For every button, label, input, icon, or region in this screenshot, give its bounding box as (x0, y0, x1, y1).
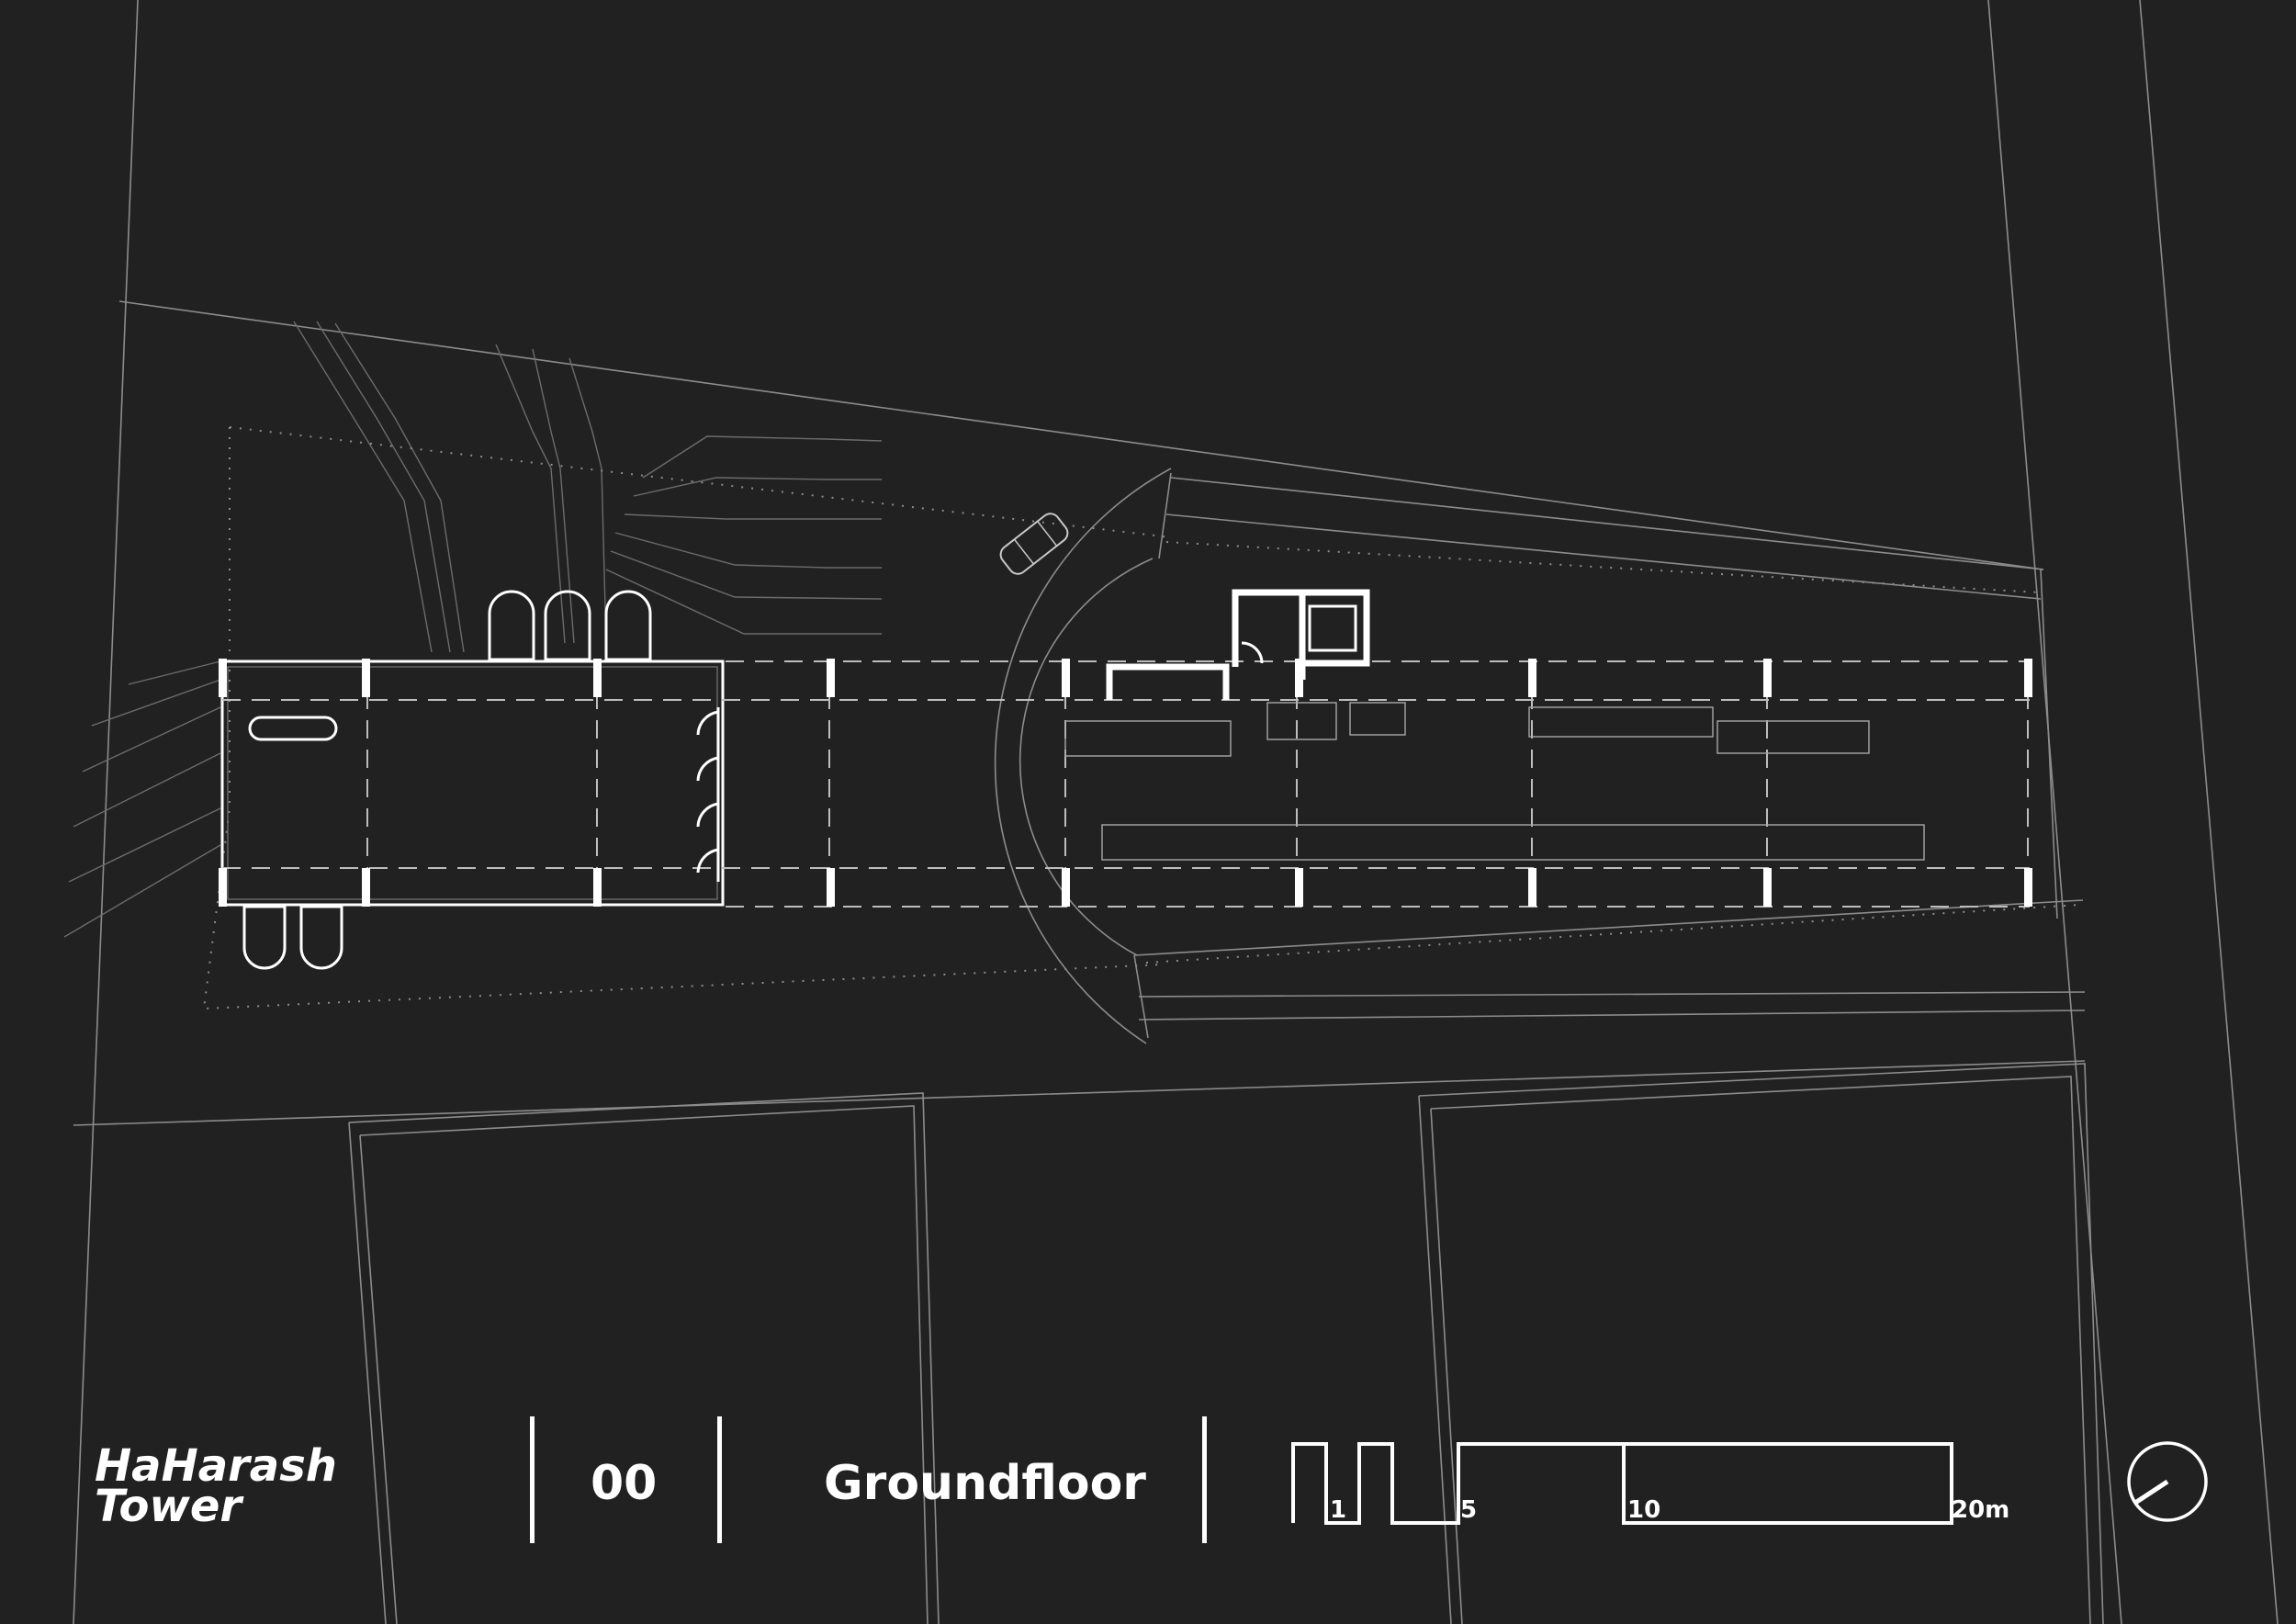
scale-label-20m: 20m (1952, 1496, 2009, 1524)
divider (717, 1416, 722, 1543)
site-context (63, 0, 2279, 1624)
project-title-line2: Tower (95, 1481, 244, 1532)
north-arrow-icon (2127, 1441, 2208, 1522)
scale-bar: 1 5 10 20m (1291, 1442, 2009, 1525)
level-number: 00 (591, 1456, 657, 1511)
stair-hatch (1064, 702, 1925, 861)
title-block: HaHarash Tower 00 Groundfloor 1 5 10 20m (95, 1416, 2208, 1543)
structural-columns (219, 659, 2032, 907)
scale-label-10: 10 (1627, 1496, 1660, 1524)
scale-label-1: 1 (1330, 1496, 1346, 1524)
building-footprint (220, 589, 2030, 970)
divider (530, 1416, 535, 1543)
scale-label-5: 5 (1460, 1496, 1477, 1524)
divider (1202, 1416, 1207, 1543)
project-title-line1: HaHarash (95, 1440, 337, 1492)
car-icon (999, 513, 1069, 575)
level-name: Groundfloor (824, 1456, 1146, 1511)
